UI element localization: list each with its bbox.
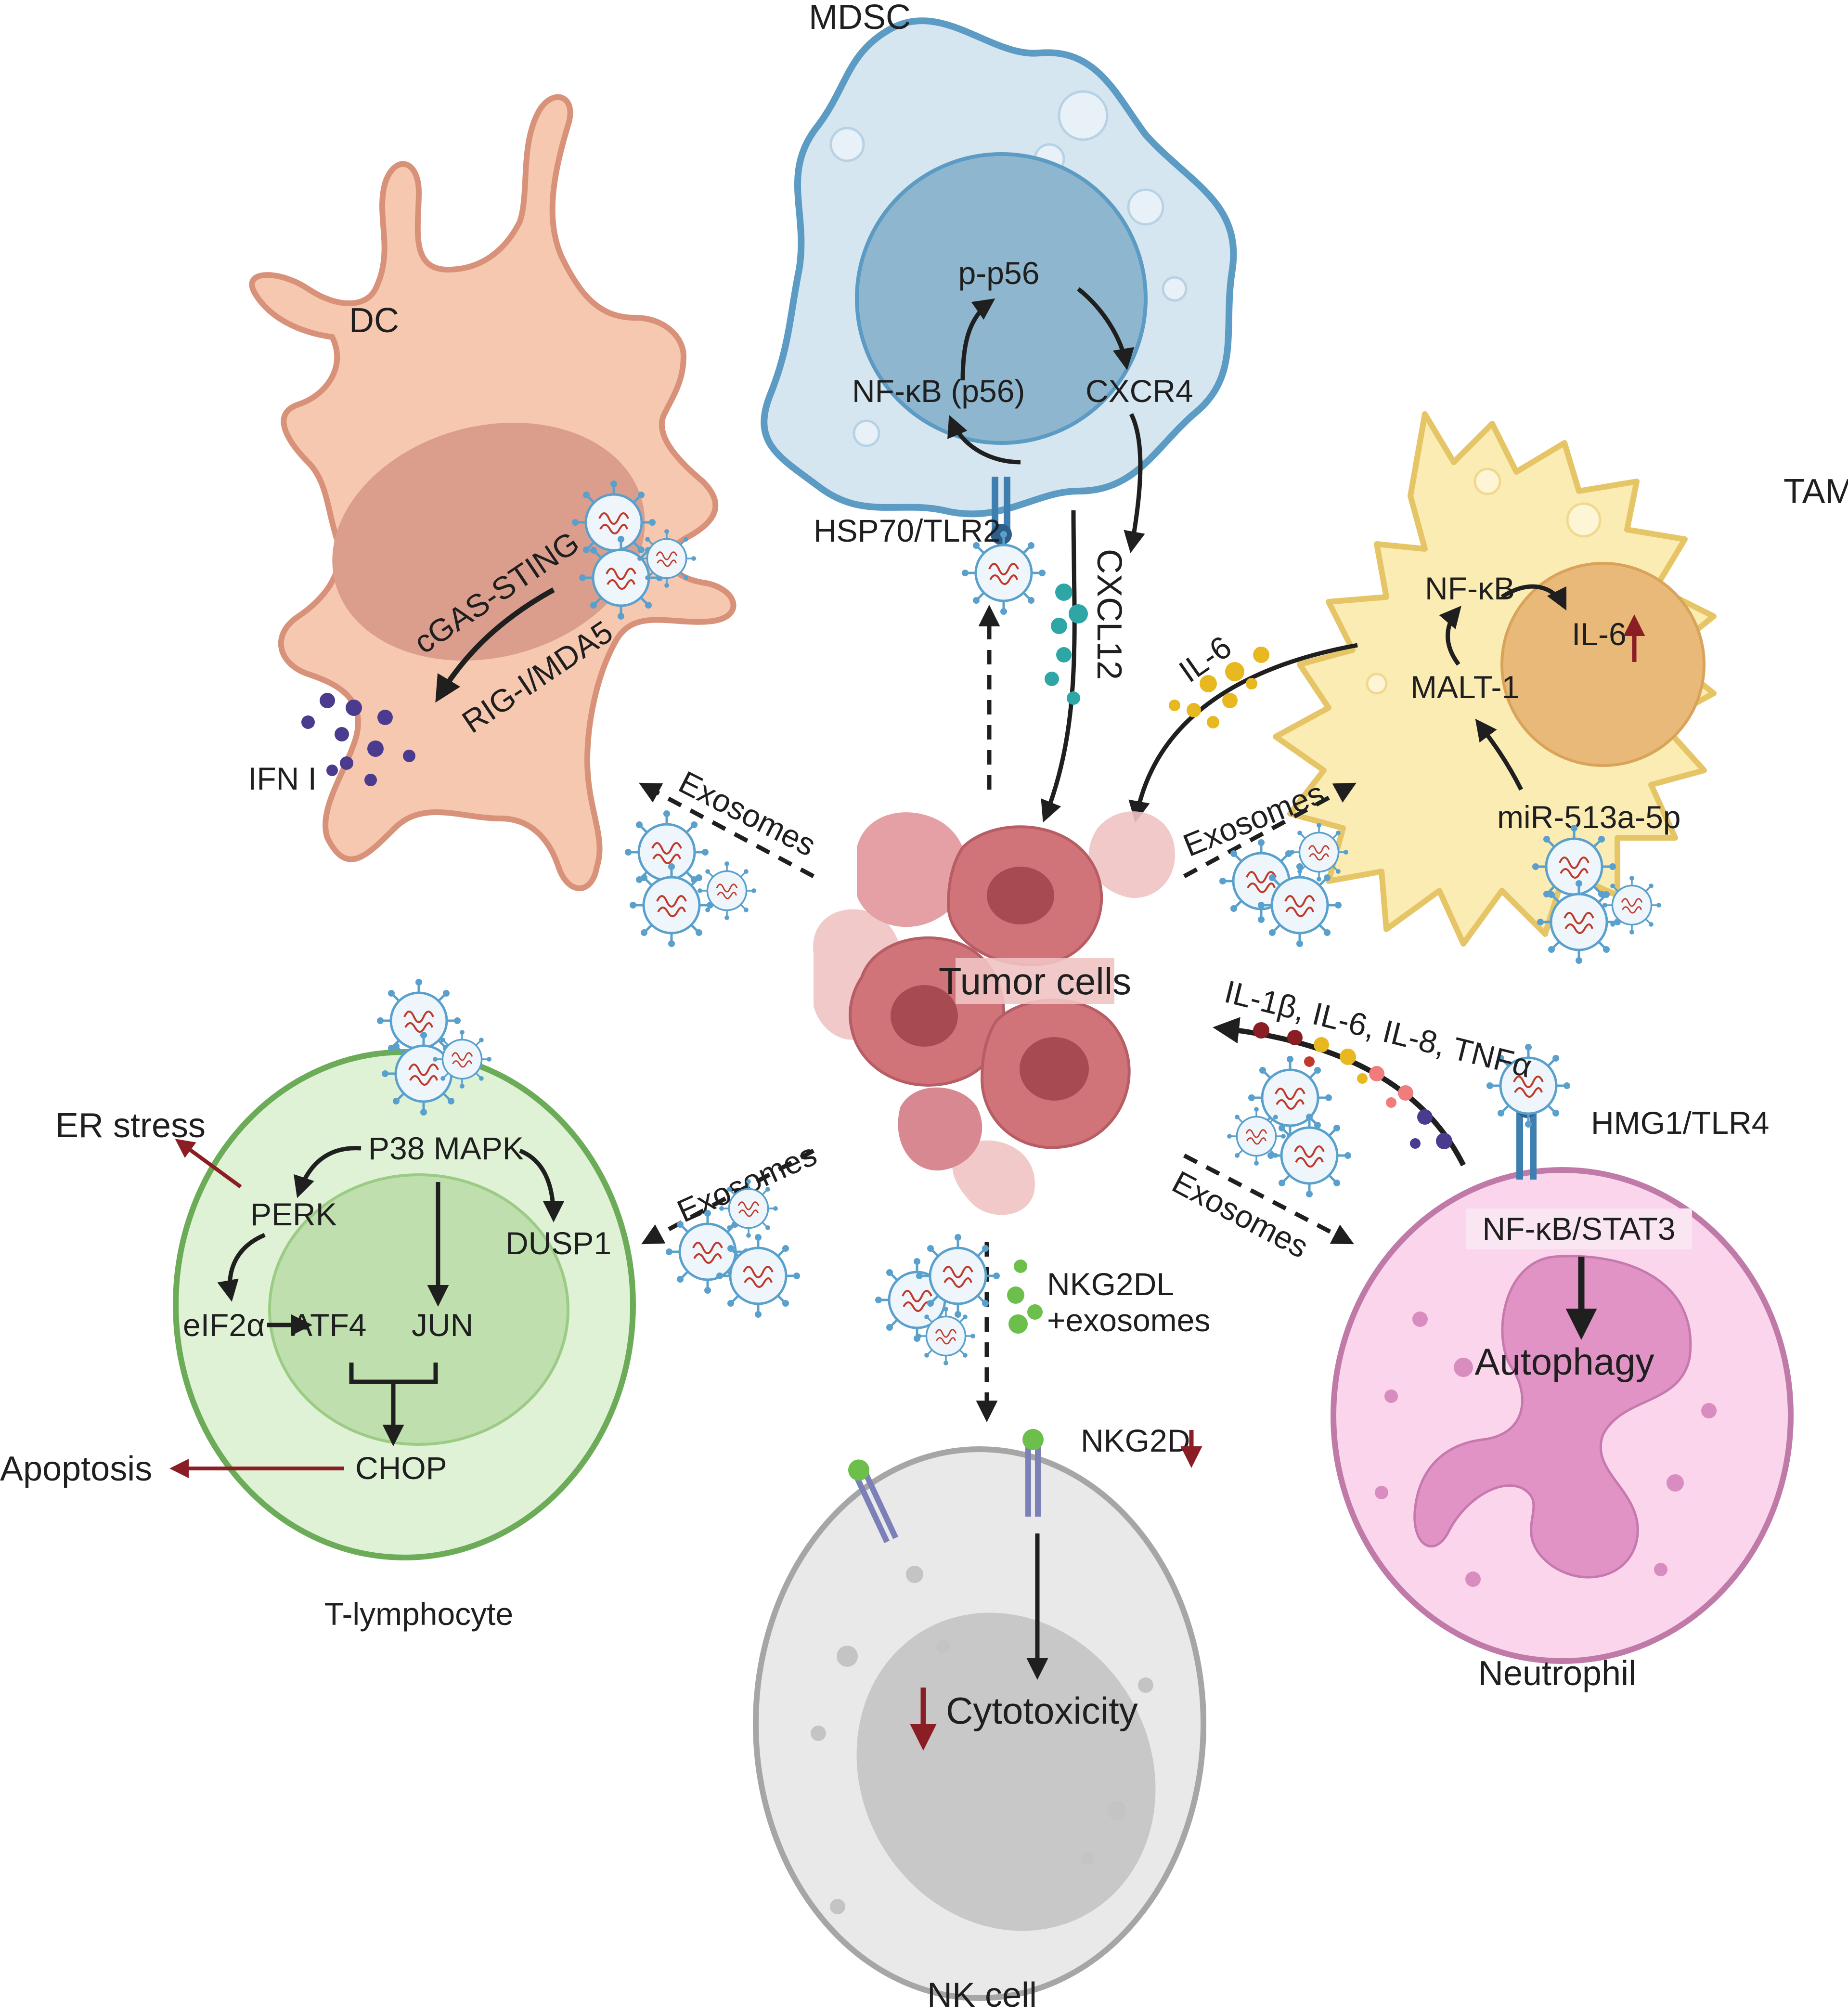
arrow-cgas-sting (435, 587, 555, 703)
ifn-particles (301, 693, 415, 786)
nk-exosome-3 (916, 1306, 976, 1366)
arrow-nfkb-to-il6 (1500, 584, 1567, 611)
tcell-node-chop: CHOP (355, 1450, 447, 1486)
tcell-node-perk: PERK (250, 1196, 337, 1232)
mdsc-node-nfkb-p56: NF-κB (p56) (852, 373, 1025, 409)
nk-ligand-line2: +exosomes (1047, 1302, 1210, 1338)
tam-path-exosome-2 (1258, 863, 1342, 947)
nk-cell: NK cell NKG2D Cytotoxicity NKG2DL +exoso… (753, 1234, 1210, 2013)
nk-title: NK cell (927, 1976, 1037, 2011)
mdsc-cell: MDSC p-p56 NF-κB (p56) CXCR4 HSP70/TLR2 … (761, 0, 1237, 823)
tcell-path-exosome-2 (716, 1234, 800, 1318)
tam-exosome-3 (1602, 875, 1662, 935)
nk-exosome-2 (916, 1234, 1000, 1318)
cxcl12-label: CXCL12 (1090, 549, 1128, 680)
tcell-path-exosome-3 (718, 1178, 779, 1239)
tcell-node-dusp1: DUSP1 (505, 1225, 611, 1261)
dc-exosome-3 (636, 528, 697, 589)
neutrophil-exosome-3 (1267, 1114, 1351, 1197)
arrow-pp56-to-cxcr4 (1077, 287, 1135, 370)
tam-node-il6: IL-6 (1572, 616, 1627, 652)
mdsc-receptor-label: HSP70/TLR2 (814, 513, 1001, 548)
nkg2d-receptor-right (1022, 1429, 1044, 1517)
tcell: T-lymphocyte P38 MAPK PERK DUSP1 eIF2α A… (0, 979, 636, 1632)
nk-nucleus (856, 1612, 1156, 1931)
arrow-perk-to-er-stress (175, 1139, 242, 1189)
nkg2dl-particles (1007, 1260, 1043, 1334)
tam-path-exosome-3 (1289, 822, 1349, 883)
neutrophil-title: Neutrophil (1478, 1654, 1636, 1693)
neutrophil-pathway-box (1466, 1208, 1692, 1249)
tam-node-nfkb: NF-κB (1425, 571, 1515, 606)
arrow-tumor-to-tam (1183, 782, 1357, 878)
tam-exosome-2 (1537, 880, 1621, 964)
tcell-title: T-lymphocyte (324, 1596, 513, 1632)
arrow-tumor-to-tcell (641, 1149, 815, 1245)
tam-title: TAM (1783, 472, 1848, 511)
dc-cell: DC cGAS-STING RIG-I/MDA5 IFN I (248, 94, 737, 891)
tumor-cells: Tumor cells (813, 811, 1175, 1215)
arrow-loop-to-nfkb (947, 415, 1021, 465)
tumor-label: Tumor cells (939, 960, 1131, 1002)
nkg2d-receptor-left (848, 1459, 899, 1544)
tcell-exosome-3 (432, 1029, 492, 1090)
tam-node-malt1: MALT-1 (1410, 669, 1519, 705)
arrow-malt1-to-nfkb (1439, 606, 1461, 666)
mdsc-exosome (962, 531, 1046, 615)
nk-effect-cytotoxicity: Cytotoxicity (946, 1689, 1138, 1732)
neutrophil-receptor-label: HMG1/TLR4 (1591, 1105, 1769, 1141)
neutrophil-nucleus (1413, 1255, 1692, 1579)
bracket-atf4-jun (349, 1363, 438, 1442)
neutrophil-pathway-label: NF-κB/STAT3 (1483, 1211, 1676, 1247)
nk-ligand-line1: NKG2DL (1047, 1266, 1174, 1302)
neutrophil-effect-autophagy: Autophagy (1475, 1340, 1654, 1383)
tcell-nucleus (268, 1173, 569, 1446)
dc-title: DC (349, 301, 399, 340)
mdsc-nucleus (855, 152, 1148, 445)
tcell-output-apoptosis: Apoptosis (0, 1450, 152, 1488)
mdsc-node-cxcr4: CXCR4 (1086, 373, 1193, 409)
cxcl12-particles (1045, 584, 1088, 705)
dc-path-exosome-2 (630, 863, 713, 947)
tcell-output-er-stress: ER stress (55, 1106, 206, 1145)
arrow-perk-to-eif2a (217, 1233, 266, 1302)
dc-path-exosome-3 (697, 860, 757, 921)
neutrophil-cell: Neutrophil NF-κB/STAT3 Autophagy HMG1/TL… (1213, 974, 1794, 1693)
tam-nucleus (1500, 562, 1706, 767)
tam-node-mir513: miR-513a-5p (1497, 799, 1681, 835)
mdsc-node-pp56: p-p56 (958, 255, 1040, 291)
tumor-label-box (956, 958, 1114, 1004)
nk-receptor-label: NKG2D (1081, 1423, 1190, 1458)
tcell-node-eif2a: eIF2α (183, 1307, 265, 1343)
tam-membrane (1273, 411, 1717, 947)
tam-cell: TAM NF-κB IL-6 MALT-1 miR-513a-5p IL-6 (1128, 411, 1848, 964)
mdsc-title: MDSC (809, 0, 911, 37)
tcell-node-p38: P38 MAPK (368, 1130, 524, 1166)
arrow-mir-to-malt1 (1475, 718, 1524, 791)
arrow-il6-to-tumor (1128, 643, 1358, 823)
arrow-cxcl12-to-tumor (1041, 510, 1077, 823)
arrow-cxcr4-down (1124, 413, 1145, 553)
dc-nucleus (332, 422, 645, 661)
tcell-node-jun: JUN (412, 1307, 473, 1343)
arrow-tumor-to-neutrophil (1183, 1154, 1354, 1245)
arrow-p38-to-perk (294, 1146, 362, 1198)
tam-secreted-il6: IL-6 (1173, 629, 1238, 689)
il6-particles (1169, 647, 1269, 728)
dc-output-ifn: IFN I (248, 761, 317, 796)
arrow-tumor-to-dc (639, 782, 815, 878)
cytokine-particles (1253, 1022, 1452, 1149)
neutrophil-exosome-4 (1226, 1106, 1287, 1167)
arrow-nfkb-to-pp56 (960, 298, 995, 381)
arrow-p38-to-dusp1 (519, 1148, 565, 1222)
